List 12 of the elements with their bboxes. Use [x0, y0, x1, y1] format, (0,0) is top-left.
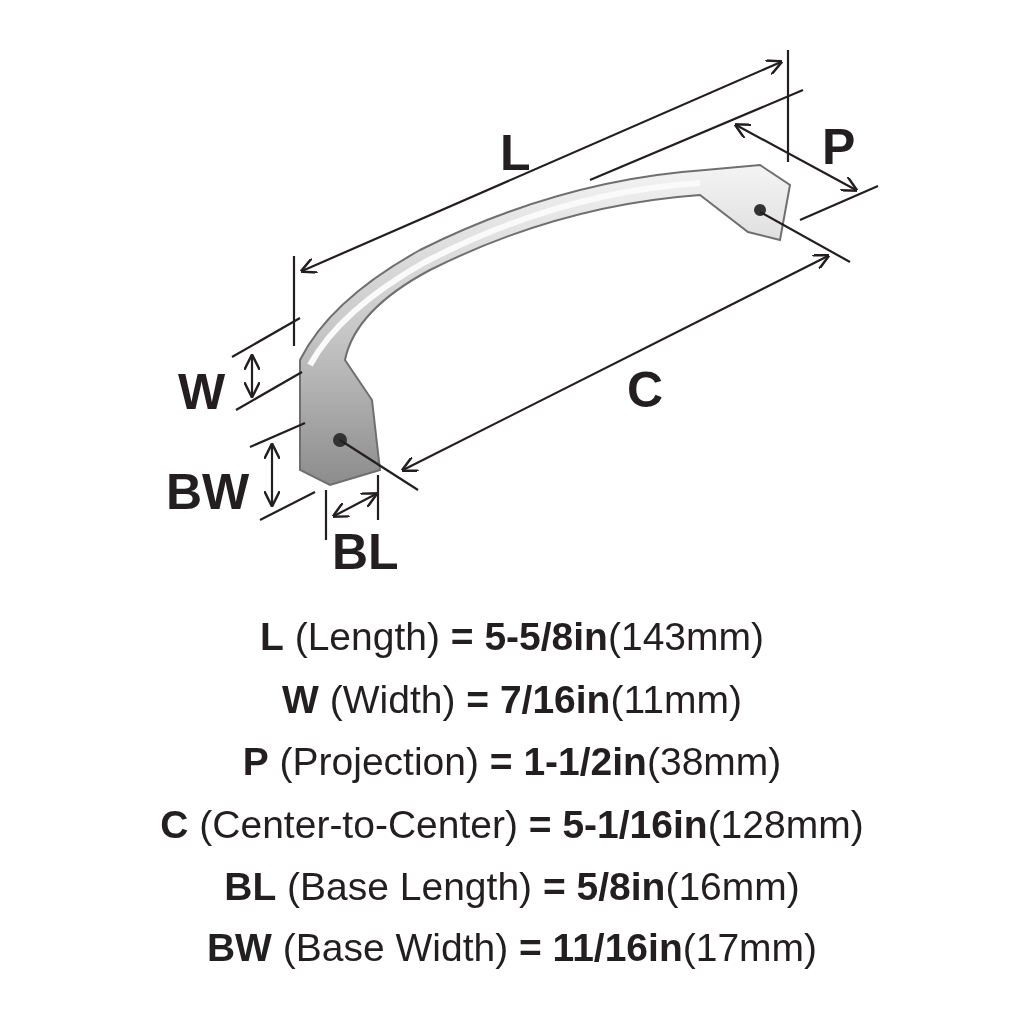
- dimension-letter: P: [822, 122, 856, 172]
- dimension-spec-text: C (Center-to-Center) = 5-1/16in(128mm): [159, 805, 865, 844]
- dimension-letter: L: [500, 128, 531, 178]
- dimension-letter: BL: [332, 527, 399, 577]
- dimension-spec-text: BW (Base Width) = 11/16in(17mm): [205, 928, 819, 967]
- dimension-spec-text: P (Projection) = 1-1/2in(38mm): [241, 742, 783, 781]
- dimension-spec-text: W (Width) = 7/16in(11mm): [281, 680, 743, 719]
- dimension-spec-text: BL (Base Length) = 5/8in(16mm): [223, 867, 801, 906]
- dimension-letter: C: [627, 365, 664, 415]
- dimension-spec-text: L (Length) = 5-5/8in(143mm): [259, 617, 765, 656]
- dimension-letter: W: [178, 367, 226, 417]
- dimension-letter: BW: [166, 467, 250, 517]
